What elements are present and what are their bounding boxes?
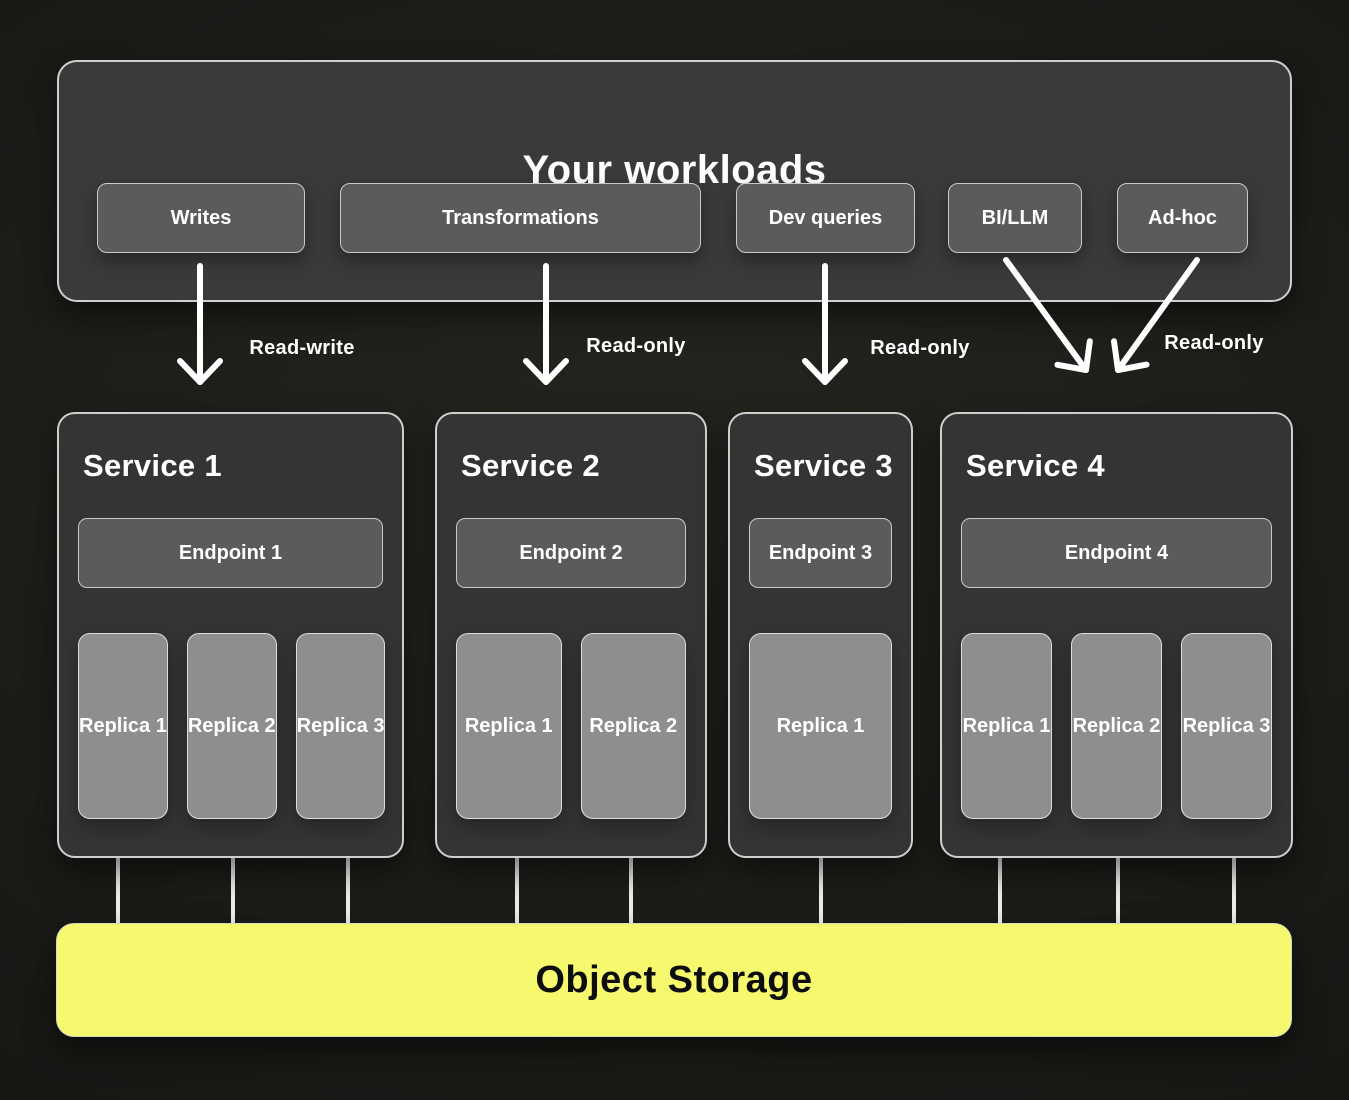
replica-label: Replica 1 (962, 714, 1051, 737)
service-box-4: Service 4 Endpoint 4 Replica 1 Replica 2… (940, 412, 1293, 858)
endpoint-node: Endpoint 3 (749, 518, 892, 588)
service-title: Service 4 (966, 448, 1105, 483)
service-box-2: Service 2 Endpoint 2 Replica 1 Replica 2 (435, 412, 707, 858)
object-storage-box: Object Storage (56, 923, 1292, 1037)
endpoint-node: Endpoint 4 (961, 518, 1272, 588)
replica-node: Replica 1 (78, 633, 168, 819)
arrow-label-read-only: Read-only (870, 337, 970, 359)
endpoint-label: Endpoint 3 (768, 541, 873, 564)
replica-node: Replica 1 (961, 633, 1052, 819)
arrow-label-read-only: Read-only (586, 335, 686, 357)
workloads-panel: Your workloads (57, 60, 1292, 302)
object-storage-label: Object Storage (535, 958, 813, 1001)
workload-node-transformations: Transformations (340, 183, 701, 253)
replica-row: Replica 1 (749, 633, 892, 819)
workload-node-dev-queries: Dev queries (736, 183, 915, 253)
workload-node-label: Dev queries (768, 206, 883, 229)
endpoint-node: Endpoint 2 (456, 518, 686, 588)
arrow-label-read-only: Read-only (1164, 332, 1264, 354)
replica-node: Replica 3 (295, 633, 386, 819)
workload-node-ad-hoc: Ad-hoc (1117, 183, 1248, 253)
workload-node-label: Ad-hoc (1148, 206, 1217, 229)
replica-label: Replica 3 (1182, 714, 1271, 737)
endpoint-label: Endpoint 2 (519, 541, 623, 564)
workload-node-bi-llm: BI/LLM (948, 183, 1082, 253)
arrow-label-read-write: Read-write (249, 337, 355, 359)
storage-connector-lines (116, 856, 1236, 926)
service-box-3: Service 3 Endpoint 3 Replica 1 (728, 412, 913, 858)
workload-node-label: Transformations (442, 206, 599, 229)
replica-node: Replica 1 (456, 633, 562, 819)
replica-row: Replica 1 Replica 2 Replica 3 (78, 633, 386, 819)
endpoint-label: Endpoint 4 (1064, 541, 1169, 564)
replica-label: Replica 1 (79, 714, 167, 737)
replica-node: Replica 3 (1181, 633, 1272, 819)
workload-node-label: BI/LLM (981, 206, 1049, 229)
replica-row: Replica 1 Replica 2 (456, 633, 686, 819)
replica-label: Replica 1 (464, 714, 553, 737)
replica-label: Replica 1 (776, 714, 865, 737)
service-title: Service 2 (461, 448, 600, 483)
replica-node: Replica 2 (186, 633, 277, 819)
replica-node: Replica 2 (580, 633, 686, 819)
service-title: Service 1 (83, 448, 222, 483)
replica-label: Replica 3 (296, 714, 385, 737)
replica-row: Replica 1 Replica 2 Replica 3 (961, 633, 1272, 819)
replica-label: Replica 2 (187, 714, 276, 737)
workload-node-label: Writes (170, 206, 232, 229)
service-box-1: Service 1 Endpoint 1 Replica 1 Replica 2… (57, 412, 404, 858)
replica-label: Replica 2 (1072, 714, 1161, 737)
workload-node-writes: Writes (97, 183, 305, 253)
replica-node: Replica 1 (749, 633, 892, 819)
endpoint-node: Endpoint 1 (78, 518, 383, 588)
replica-label: Replica 2 (589, 714, 678, 737)
replica-node: Replica 2 (1071, 633, 1162, 819)
endpoint-label: Endpoint 1 (178, 541, 283, 564)
service-title: Service 3 (754, 448, 893, 483)
